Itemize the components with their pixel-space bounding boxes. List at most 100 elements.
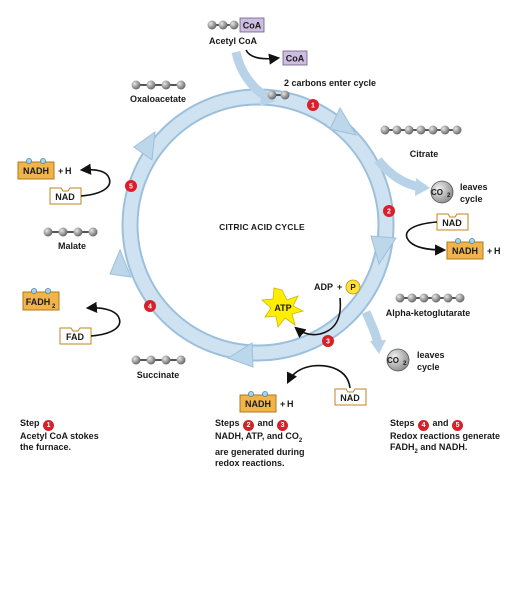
svg-text:3: 3 bbox=[326, 339, 330, 346]
ring-arrowhead bbox=[329, 106, 358, 136]
phosphate-circle bbox=[345, 279, 361, 295]
co2-label-top: CO bbox=[431, 188, 443, 197]
fadh-subscript: 2 bbox=[52, 304, 56, 310]
svg-text:2: 2 bbox=[387, 209, 391, 216]
coa-label: CoA bbox=[243, 21, 262, 31]
diagram-title: CITRIC ACID CYCLE bbox=[219, 222, 305, 232]
plus-sign-bottom: + bbox=[280, 399, 285, 409]
atp-synthesis-arrow bbox=[294, 297, 342, 339]
acetyl-coa-molecule: CoA bbox=[207, 17, 265, 33]
caption-3-line-3a: FADH bbox=[390, 442, 415, 452]
cycle-ring bbox=[109, 50, 430, 368]
malate-molecule bbox=[43, 227, 98, 237]
caption-steps-4-5: Steps 4 and 5 Redox reactions generate F… bbox=[390, 418, 500, 458]
ring-arrowhead bbox=[133, 130, 156, 161]
nad-label-right: NAD bbox=[442, 218, 462, 228]
malate-label: Malate bbox=[58, 241, 86, 251]
caption-3-line-3b: and NADH. bbox=[417, 442, 468, 452]
fadh2-box: FADH 2 bbox=[22, 288, 60, 311]
svg-text:1: 1 bbox=[311, 103, 315, 110]
nadh-box-left: NADH bbox=[17, 158, 55, 180]
nadh-label-right: NADH bbox=[452, 246, 478, 256]
caption-3-step-word: Steps bbox=[390, 418, 415, 428]
atp-star: ATP bbox=[261, 287, 305, 328]
citrate-label: Citrate bbox=[410, 149, 439, 159]
co2-molecule-bottom bbox=[386, 348, 410, 372]
fadh-label: FADH bbox=[26, 297, 51, 307]
fad-to-fadh2-arrow bbox=[85, 301, 121, 337]
cycle-label-top: cycle bbox=[460, 194, 483, 204]
caption-1-line-3: the furnace. bbox=[20, 442, 72, 452]
nadh-box-right: NADH bbox=[446, 238, 484, 260]
ring-arrowhead bbox=[226, 342, 254, 368]
ring-arrowhead bbox=[370, 235, 397, 266]
h-label-left: H bbox=[65, 166, 72, 176]
caption-2-line-2-sub: 2 bbox=[298, 437, 303, 444]
leaves-label-top: leaves bbox=[460, 182, 488, 192]
step-badge-4: 4 bbox=[144, 300, 156, 312]
nadh-label-left: NADH bbox=[23, 166, 49, 176]
caption-3-badge-a: 4 bbox=[418, 420, 430, 431]
nad-to-nadh-arrow-bottom bbox=[286, 364, 351, 389]
oxaloacetate-molecule bbox=[131, 80, 186, 90]
coa-released-label: CoA bbox=[286, 54, 305, 64]
nadh-box-bottom: NADH bbox=[239, 391, 277, 413]
nad-to-nadh-arrow-left bbox=[79, 163, 111, 197]
caption-2-step-word: Steps bbox=[215, 418, 240, 428]
alpha-ketoglutarate-label: Alpha-ketoglutarate bbox=[386, 308, 471, 318]
caption-1-line-2: Acetyl CoA stokes bbox=[20, 431, 99, 441]
coa-release-arrow bbox=[245, 49, 281, 65]
nad-box-left: NAD bbox=[49, 187, 82, 205]
leaves-label-bottom: leaves bbox=[417, 350, 445, 360]
two-carbon-unit bbox=[267, 90, 290, 100]
step-badge-1: 1 bbox=[307, 99, 319, 111]
plus-sign-left: + bbox=[58, 166, 63, 176]
h-label-bottom: H bbox=[287, 399, 294, 409]
h-label-right: H bbox=[494, 246, 501, 256]
coa-released-box bbox=[282, 50, 308, 66]
co2-molecule-top bbox=[430, 180, 454, 204]
step-badge-3: 3 bbox=[322, 335, 334, 347]
acetyl-coa-label: Acetyl CoA bbox=[209, 36, 258, 46]
fad-box: FAD bbox=[59, 327, 92, 345]
plus-sign-adp: + bbox=[337, 282, 342, 292]
carbons-enter-label: 2 carbons enter cycle bbox=[284, 78, 376, 88]
nadh-label-bottom: NADH bbox=[245, 399, 271, 409]
nad-to-nadh-arrow-right bbox=[405, 221, 447, 256]
fad-label: FAD bbox=[66, 332, 85, 342]
svg-text:4: 4 bbox=[148, 304, 152, 311]
co2-label-bottom: CO bbox=[387, 356, 399, 365]
caption-3-line-2: Redox reactions generate bbox=[390, 431, 501, 441]
caption-2-line-4: redox reactions. bbox=[215, 457, 285, 468]
nad-label-left: NAD bbox=[55, 192, 75, 202]
phosphate-label: P bbox=[350, 283, 356, 292]
caption-1-step-word: Step bbox=[20, 418, 40, 428]
caption-1-badge: 1 bbox=[43, 420, 55, 431]
succinate-molecule bbox=[131, 355, 186, 365]
svg-text:5: 5 bbox=[129, 184, 133, 191]
caption-steps-2-3: Steps 2 and 3 NADH, ATP, and CO2 are gen… bbox=[215, 418, 305, 469]
co2-exit-arrow-bottom bbox=[361, 310, 383, 345]
nad-label-bottom: NAD bbox=[340, 393, 360, 403]
atp-label: ATP bbox=[274, 303, 291, 313]
co2-sub-bottom: 2 bbox=[403, 361, 407, 367]
caption-2-line-3: are generated during bbox=[215, 446, 305, 457]
adp-label: ADP bbox=[314, 282, 333, 292]
citrate-molecule bbox=[380, 125, 462, 135]
caption-2-badge-a: 2 bbox=[243, 420, 255, 431]
oxaloacetate-label: Oxaloacetate bbox=[130, 94, 186, 104]
alpha-ketoglutarate-molecule bbox=[395, 293, 465, 303]
caption-3-line-3-sub: 2 bbox=[414, 448, 418, 455]
caption-2-and: and bbox=[257, 418, 274, 428]
ring-arrowhead bbox=[109, 248, 132, 278]
co2-sub-top: 2 bbox=[447, 193, 451, 199]
step-badge-5: 5 bbox=[125, 180, 137, 192]
succinate-label: Succinate bbox=[137, 370, 180, 380]
caption-2-line-2: NADH, ATP, and CO bbox=[215, 431, 299, 441]
caption-3-and: and bbox=[432, 418, 449, 428]
caption-step-1: Step 1 Acetyl CoA stokes the furnace. bbox=[20, 418, 99, 453]
step-badge-2: 2 bbox=[383, 205, 395, 217]
nad-box-right: NAD bbox=[436, 213, 469, 231]
cycle-label-bottom: cycle bbox=[417, 362, 440, 372]
